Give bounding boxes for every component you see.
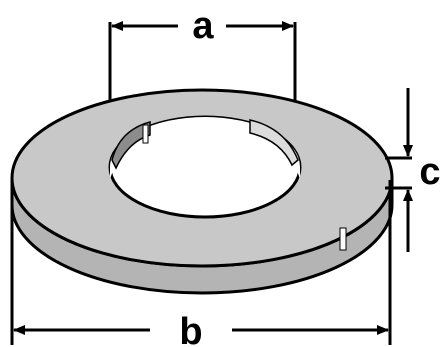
washer-hole-highlight xyxy=(249,119,299,167)
washer-hole-shadow xyxy=(111,121,151,170)
dimension-a-label: a xyxy=(192,5,214,47)
dimension-c-label: c xyxy=(419,151,440,193)
dimension-b-label: b xyxy=(179,311,202,347)
washer-body xyxy=(10,88,394,295)
washer-edge-highlight xyxy=(339,227,347,251)
washer-hole-edge-mark xyxy=(142,124,149,144)
